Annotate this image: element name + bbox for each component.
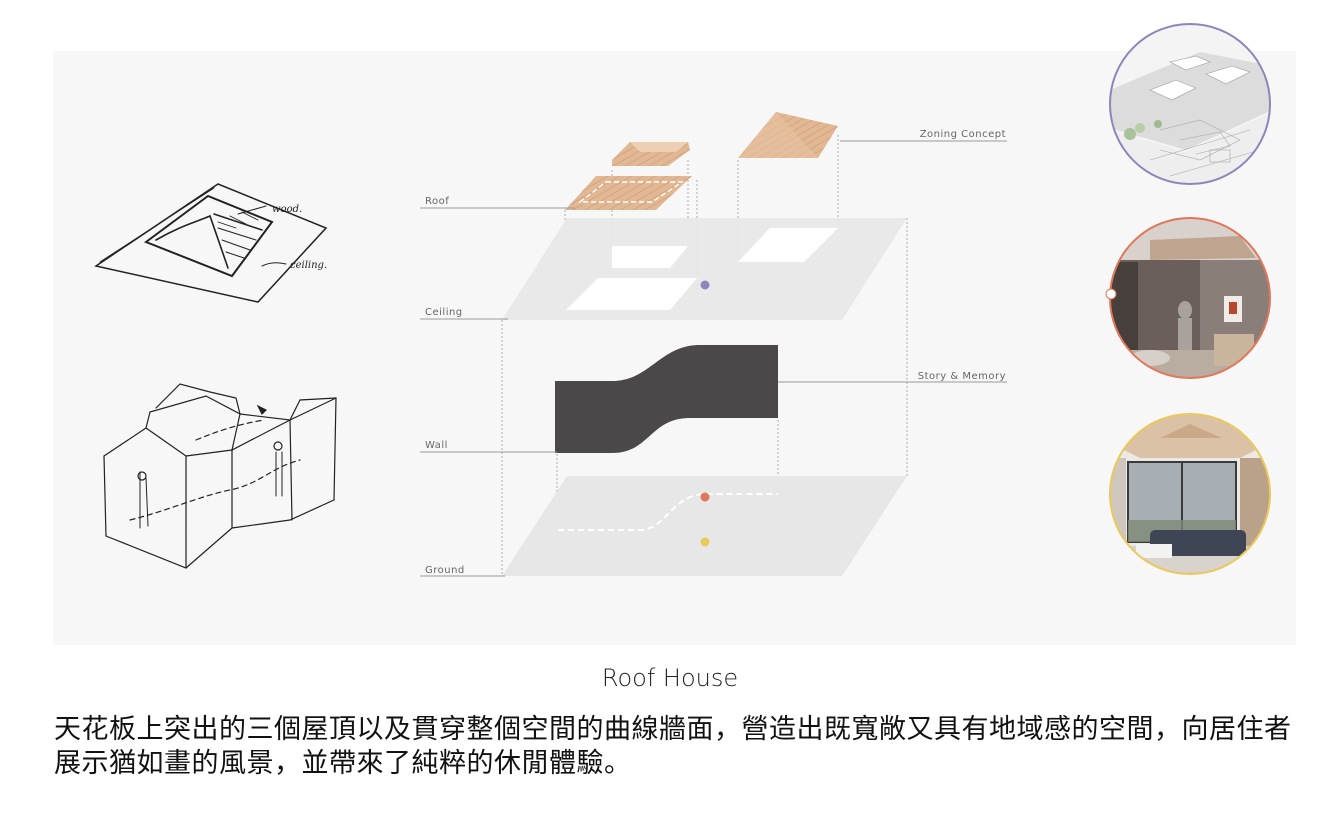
marker-yellow [700, 537, 710, 547]
ceiling-opening-3 [738, 228, 838, 262]
leader-lines [420, 140, 1007, 577]
vignette-story-memory [1105, 217, 1271, 379]
sketch-perspective-houses [103, 383, 337, 569]
label-ground: Ground [425, 565, 465, 576]
circulation-path [558, 493, 778, 531]
sketch-note-ceiling: ceiling. [290, 260, 327, 271]
roof-large [738, 112, 838, 158]
roof-small-lower [565, 176, 692, 210]
label-roof: Roof [425, 196, 449, 207]
label-story-memory: Story & Memory [918, 371, 1006, 382]
label-wall: Wall [425, 440, 448, 451]
ceiling-opening-2 [566, 278, 697, 310]
ground-plane [502, 476, 907, 576]
marker-purple [700, 280, 710, 290]
ceiling-opening-1 [612, 246, 688, 268]
vignette-zoning-model [1109, 23, 1271, 185]
caption-title: Roof House [601, 664, 739, 692]
sketch-note-wood: wood. [272, 204, 302, 215]
curved-wall [555, 345, 778, 453]
roof-small-upper [612, 142, 690, 166]
sketch-roof-ceiling: wood. ceiling. [94, 183, 328, 303]
label-zoning-concept: Zoning Concept [920, 129, 1006, 140]
label-ceiling: Ceiling [425, 307, 463, 318]
caption-body: 天花板上突出的三個屋頂以及貫穿整個空間的曲線牆面，營造出既寬敞又具有地域感的空間… [54, 714, 1292, 779]
marker-orange [700, 492, 710, 502]
vignette-living-room [1109, 413, 1271, 575]
ceiling-plane [502, 218, 907, 320]
